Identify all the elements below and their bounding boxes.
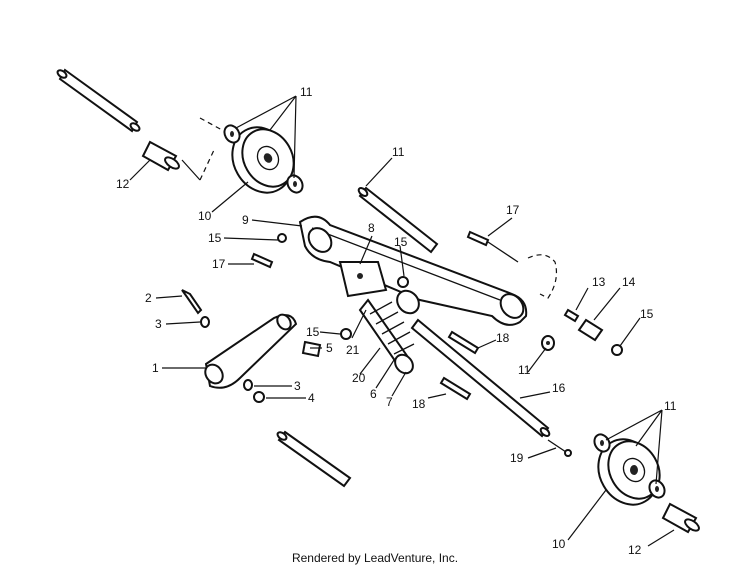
callout-9: 9 — [242, 213, 249, 227]
lower-wheel — [597, 438, 661, 506]
lower-axle-bolt — [547, 439, 572, 457]
link-washer-lower — [243, 379, 253, 391]
nut-right — [611, 344, 623, 356]
callout-21: 21 — [346, 343, 360, 357]
link-washer-upper — [200, 316, 210, 328]
callout-15-right: 15 — [640, 307, 654, 321]
upper-wheel-washer-outer — [286, 174, 304, 194]
callout-3-lower: 3 — [294, 379, 301, 393]
callout-13: 13 — [592, 275, 606, 289]
frame-bracket-outline — [527, 254, 558, 299]
bushing-left — [301, 340, 322, 358]
nut-middle — [397, 276, 409, 288]
callout-15-left: 15 — [306, 325, 320, 339]
upper-wheel — [231, 126, 295, 194]
footer-credit: Rendered by LeadVenture, Inc. — [291, 551, 459, 565]
callout-8: 8 — [368, 221, 375, 235]
center-shaft — [357, 186, 439, 254]
leader-lines — [129, 95, 675, 547]
callout-5: 5 — [326, 341, 333, 355]
suspension-arm — [298, 215, 528, 326]
lower-wheel-washer-outer — [648, 479, 666, 499]
callout-19: 19 — [510, 451, 524, 465]
callout-4: 4 — [308, 391, 315, 405]
callout-18-lower: 18 — [412, 397, 426, 411]
upper-left-bolt — [250, 252, 274, 269]
shock-spring — [358, 289, 420, 375]
callouts: 11 12 10 11 9 17 8 15 15 17 13 14 2 15 3… — [116, 85, 677, 557]
nut-upper-left — [277, 233, 287, 243]
shock-bolt-lower — [439, 376, 472, 401]
upper-wheel-washer-inner — [223, 124, 241, 144]
callout-2: 2 — [145, 291, 152, 305]
shock-bolt-upper — [447, 330, 480, 355]
callout-12-bottom: 12 — [628, 543, 642, 557]
nut-left — [340, 328, 352, 340]
callout-15-top-left: 15 — [208, 231, 222, 245]
callout-3-upper: 3 — [155, 317, 162, 331]
callout-10-top: 10 — [198, 209, 212, 223]
upper-right-bolt — [466, 230, 519, 263]
callout-17-upper-right: 17 — [506, 203, 520, 217]
link-bolt — [181, 289, 203, 315]
upper-spacer-tube — [141, 140, 180, 172]
callout-7: 7 — [386, 395, 393, 409]
lower-left-shaft — [276, 430, 352, 488]
washer-lower-right — [541, 335, 555, 351]
link-nut — [253, 391, 265, 403]
callout-18-upper: 18 — [496, 331, 510, 345]
small-bushing — [563, 308, 580, 323]
callout-11-top: 11 — [300, 85, 313, 99]
callout-17-left: 17 — [212, 257, 226, 271]
callout-11-lower-right: 11 — [518, 363, 531, 377]
callout-12-top: 12 — [116, 177, 130, 191]
callout-11-shaft: 11 — [392, 145, 405, 159]
upper-axle-shaft — [56, 68, 141, 133]
spacer-sleeve — [577, 318, 604, 342]
lower-spacer-tube — [661, 502, 700, 534]
link-arm — [204, 313, 298, 389]
callout-10-bottom: 10 — [552, 537, 566, 551]
callout-1: 1 — [152, 361, 159, 375]
callout-16: 16 — [552, 381, 566, 395]
callout-14: 14 — [622, 275, 636, 289]
pivot-hub — [338, 261, 388, 298]
callout-15-middle: 15 — [394, 235, 408, 249]
callout-11-bottom: 11 — [664, 399, 677, 413]
callout-6: 6 — [370, 387, 377, 401]
callout-20: 20 — [352, 371, 366, 385]
lower-axle-shaft — [410, 318, 551, 438]
